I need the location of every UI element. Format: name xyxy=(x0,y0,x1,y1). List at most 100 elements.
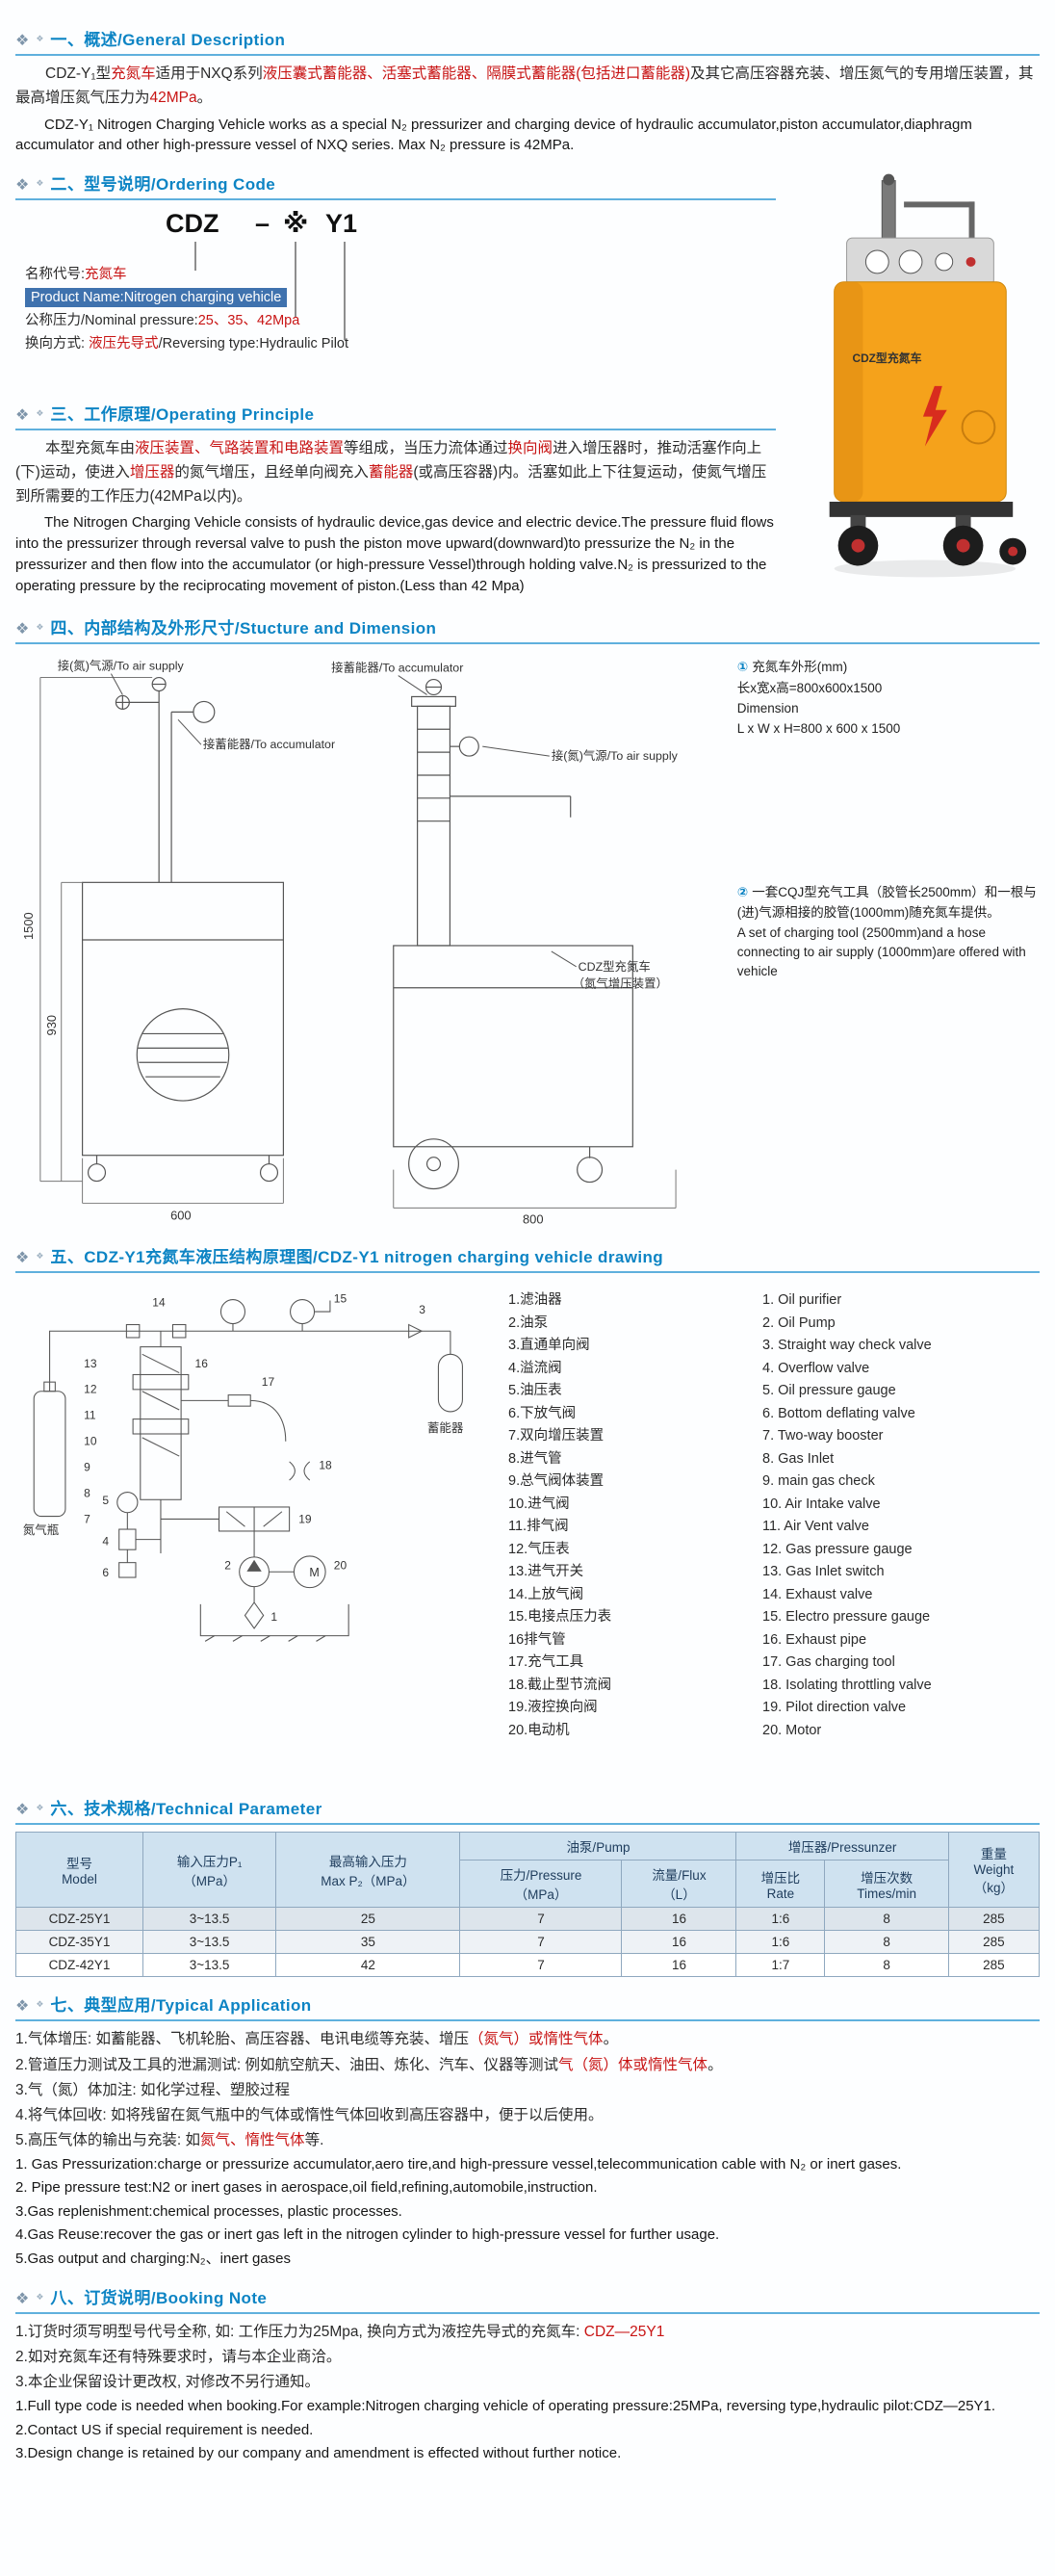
electro-gauge-icon xyxy=(290,1299,316,1325)
part-item: 17. Gas charging tool xyxy=(762,1654,895,1671)
ordering-code-connectors xyxy=(194,242,346,341)
callout-number: 9 xyxy=(84,1461,90,1474)
section-header: 四、内部结构及外形尺寸/Stucture and Dimension xyxy=(15,611,1040,645)
overflow-valve-icon xyxy=(118,1528,137,1551)
th-pump: 油泵/Pump xyxy=(459,1832,737,1861)
part-item: 13.进气开关 xyxy=(508,1564,584,1580)
part-item: 14.上放气阀 xyxy=(508,1586,584,1602)
section-title: 八、订货说明/Booking Note xyxy=(50,2289,268,2308)
callout-number: 12 xyxy=(84,1383,97,1396)
spec-cell: 16 xyxy=(621,1907,737,1932)
part-item: 16排气管 xyxy=(508,1631,566,1648)
clover-small-icon xyxy=(36,33,43,50)
dimension-lines-side xyxy=(393,1170,677,1210)
part-item: 2. Oil Pump xyxy=(762,1314,836,1331)
photo-body-label: CDZ型充氮车 xyxy=(853,351,922,365)
part-item: 9.总气阀体装置 xyxy=(508,1473,605,1490)
accumulator-icon xyxy=(437,1354,463,1413)
spec-cell: 1:6 xyxy=(735,1930,826,1955)
section-header: 八、订货说明/Booking Note xyxy=(15,2281,1040,2315)
check-valve-icon xyxy=(408,1324,424,1340)
th-times: 增压次数 Times/min xyxy=(824,1860,949,1909)
callout-number: 19 xyxy=(298,1513,312,1526)
part-item: 12. Gas pressure gauge xyxy=(762,1541,913,1557)
section-header: 一、概述/General Description xyxy=(15,23,1040,56)
spec-cell: 7 xyxy=(459,1907,623,1932)
ordering-row-name-cn: 名称代号:充氮车 xyxy=(25,267,127,283)
sections-2-3-wrapper: CDZ型充氮车 二、型号说明/Ordering Cod xyxy=(15,168,1040,600)
dim-height-1500: 1500 xyxy=(21,913,36,941)
parts-list-cn: 1.滤油器 2.油泵 3.直通单向阀 4.溢流阀 5.油压表 6.下放气阀 7.… xyxy=(508,1280,751,1781)
section-ordering-code: 二、型号说明/Ordering Code CDZ – ※ Y1 名称代号:充氮车… xyxy=(15,168,1040,386)
clover-icon xyxy=(15,31,29,50)
wheel-base xyxy=(829,502,1027,566)
spec-cell: CDZ-35Y1 xyxy=(15,1930,143,1955)
general-description-en: CDZ-Y₁ Nitrogen Charging Vehicle works a… xyxy=(15,116,972,154)
application-item-cn: 2.管道压力测试及工具的泄漏测试: 例如航空航天、油田、炼化、汽车、仪器等测试气… xyxy=(15,2056,723,2073)
part-item: 15. Electro pressure gauge xyxy=(762,1609,931,1626)
spec-cell: 7 xyxy=(459,1930,623,1955)
callout-number: 10 xyxy=(84,1435,97,1448)
ordering-row-reversing-type: 换向方式: 液压先导式/Reversing type:Hydraulic Pil… xyxy=(25,336,349,352)
th-pump-pressure: 压力/Pressure （MPa） xyxy=(459,1860,623,1909)
grille-icon xyxy=(136,1008,230,1103)
side-view-drawing xyxy=(393,679,633,1190)
table-row: CDZ-25Y1 3~13.5 25 7 16 1:6 8 285 xyxy=(15,1907,1041,1932)
code-dash: – xyxy=(255,209,270,239)
note-number: ② xyxy=(736,885,749,900)
callout-number: 2 xyxy=(224,1559,231,1573)
label-machine-name-1: CDZ型充氮车 xyxy=(579,959,651,974)
spec-cell: 8 xyxy=(824,1930,949,1955)
part-item: 8. Gas Inlet xyxy=(762,1450,835,1467)
application-item-en: 4.Gas Reuse:recover the gas or inert gas… xyxy=(15,2226,720,2244)
callout-number: 14 xyxy=(152,1296,166,1310)
table-row: CDZ-35Y1 3~13.5 35 7 16 1:6 8 285 xyxy=(15,1930,1041,1955)
nitrogen-bottle-label: 氮气瓶 xyxy=(23,1522,60,1537)
booster-handle-assembly xyxy=(881,173,975,247)
wheel-icon xyxy=(408,1138,459,1190)
operating-principle-cn: 本型充氮车由液压装置、气路装置和电路装置等组成，当压力流体通过换向阀进入增压器时… xyxy=(15,440,767,505)
part-item: 16. Exhaust pipe xyxy=(762,1631,867,1648)
clover-icon xyxy=(15,1996,29,2016)
motor-letter: M xyxy=(309,1567,319,1580)
label-machine-name-2: （氮气增压装置） xyxy=(573,976,668,991)
spec-cell: 35 xyxy=(275,1930,461,1955)
spec-cell: 16 xyxy=(621,1953,737,1978)
spec-cell: 285 xyxy=(947,1930,1041,1955)
callout-number: 18 xyxy=(319,1459,332,1472)
part-item: 4. Overflow valve xyxy=(762,1360,870,1376)
part-item: 14. Exhaust valve xyxy=(762,1586,873,1602)
code-part-y1: Y1 xyxy=(325,209,358,239)
schematic-lines xyxy=(33,1299,463,1643)
part-item: 17.充气工具 xyxy=(508,1654,584,1671)
clover-small-icon xyxy=(36,2291,43,2308)
clover-small-icon xyxy=(36,1998,43,2016)
table-row: CDZ-42Y1 3~13.5 42 7 16 1:7 8 285 xyxy=(15,1953,1041,1978)
lightning-bolt-icon xyxy=(922,386,947,447)
dim-inner-930: 930 xyxy=(44,1015,59,1036)
ordering-code-rows: 名称代号:充氮车 Product Name:Nitrogen charging … xyxy=(25,263,348,355)
callout-number: 6 xyxy=(102,1567,109,1580)
part-item: 11. Air Vent valve xyxy=(762,1519,869,1535)
callout-number: 15 xyxy=(334,1292,347,1306)
part-item: 7. Two-way booster xyxy=(762,1428,884,1444)
filter-icon xyxy=(244,1601,265,1630)
part-item: 12.气压表 xyxy=(508,1541,570,1557)
product-name-band: Product Name:Nitrogen charging vehicle xyxy=(25,288,288,308)
callout-number: 16 xyxy=(195,1357,209,1370)
callout-number: 4 xyxy=(102,1535,109,1548)
product-photo: CDZ型充氮车 xyxy=(791,169,1040,584)
part-item: 3. Straight way check valve xyxy=(762,1338,932,1354)
note-number: ① xyxy=(736,660,749,675)
section-title: 六、技术规格/Technical Parameter xyxy=(50,1800,322,1819)
callout-number: 11 xyxy=(84,1409,96,1422)
schematic-callouts: 13 12 11 10 9 8 7 14 15 3 16 17 18 19 20… xyxy=(84,1292,425,1625)
ordering-code-diagram: CDZ – ※ Y1 名称代号:充氮车 Product Name:Nitroge… xyxy=(21,207,714,386)
clover-small-icon xyxy=(36,1802,43,1819)
clover-icon xyxy=(15,2289,29,2308)
spec-cell: CDZ-25Y1 xyxy=(15,1907,143,1932)
part-item: 1.滤油器 xyxy=(508,1292,562,1309)
part-item: 19. Pilot direction valve xyxy=(762,1700,907,1716)
part-item: 20.电动机 xyxy=(508,1722,570,1738)
